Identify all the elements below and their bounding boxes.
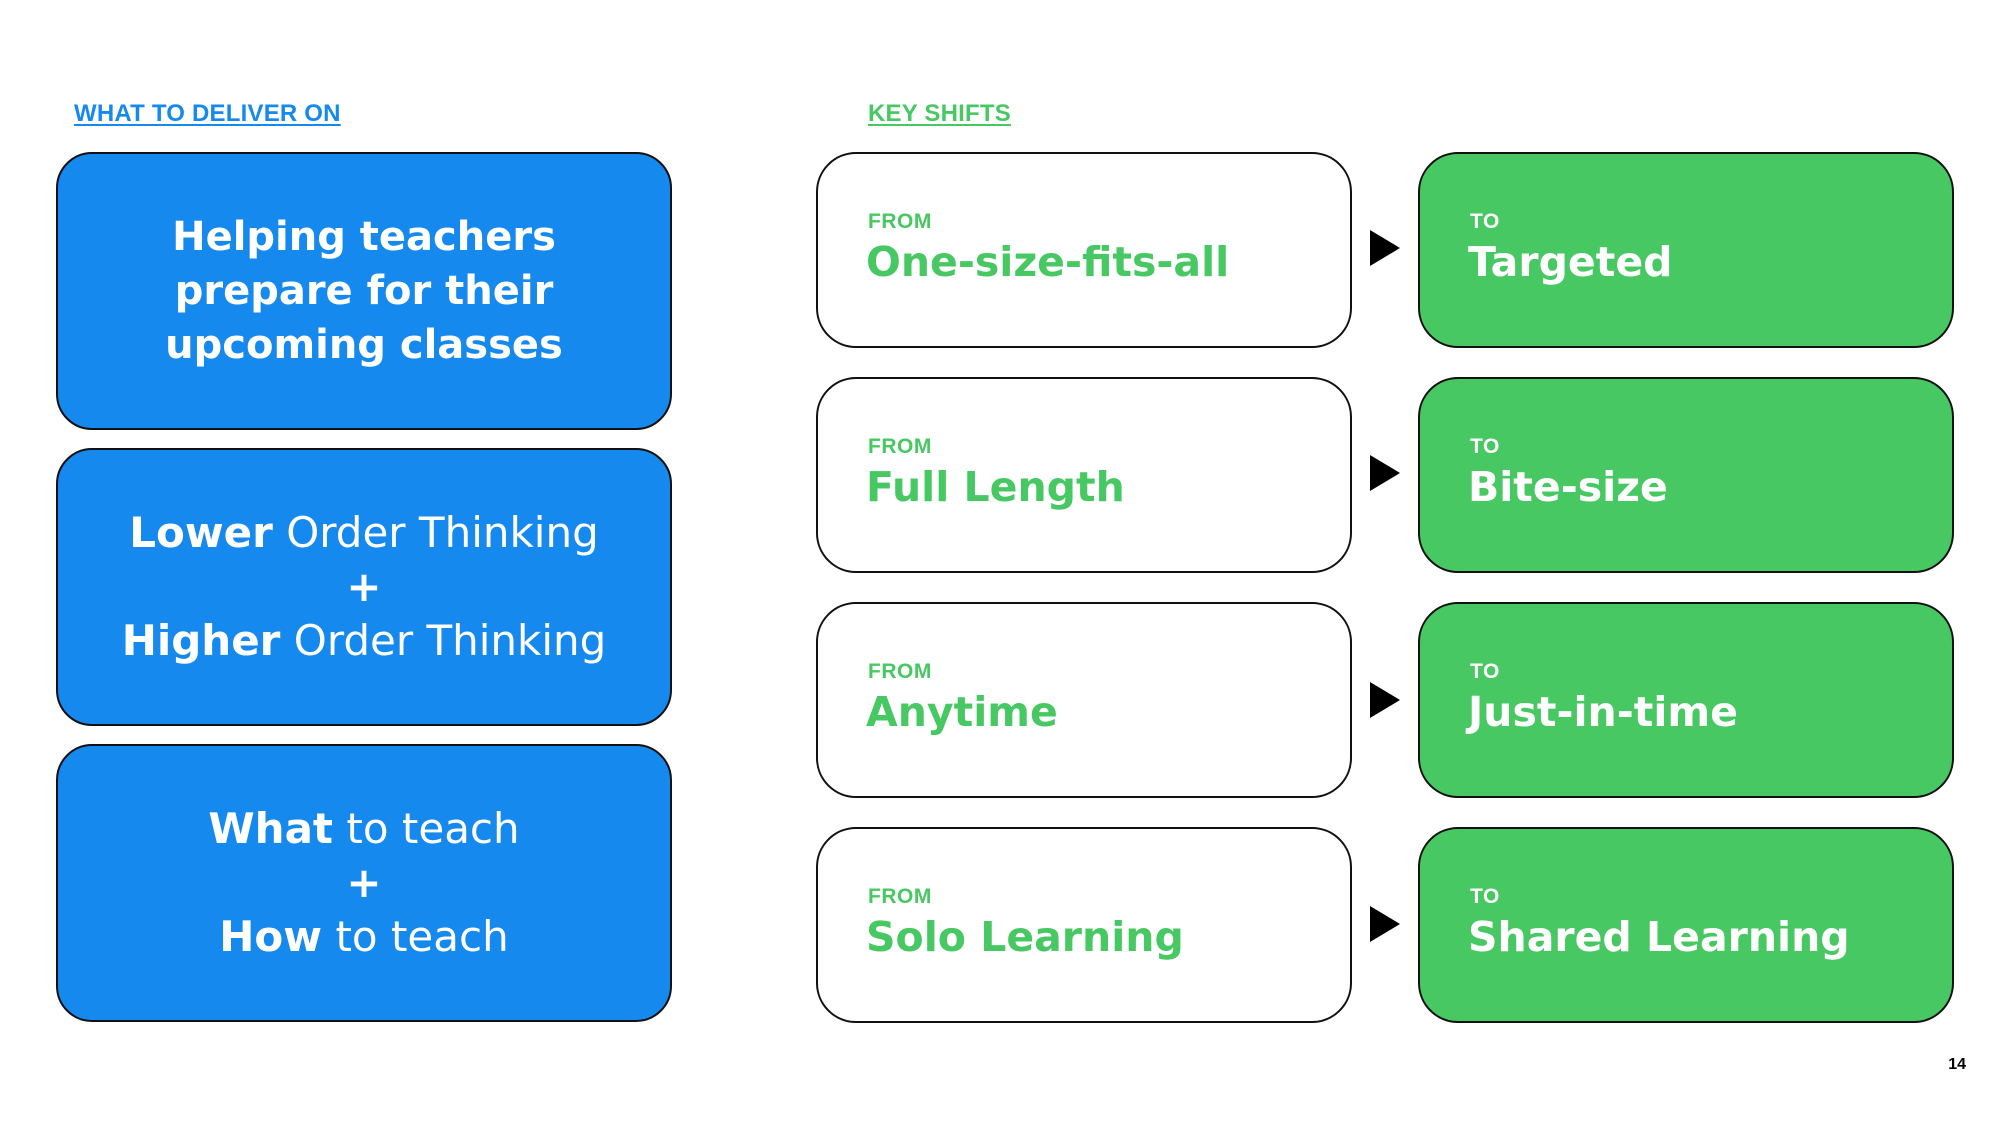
deliver-card-thinking: Lower Order Thinking + Higher Order Thin… (56, 448, 672, 726)
plus-sign: + (346, 858, 382, 907)
shift-from-card: FROM Full Length (816, 377, 1352, 573)
deliver-card-teach: What to teach + How to teach (56, 744, 672, 1022)
deliver-card-teacher-prep: Helping teachers prepare for their upcom… (56, 152, 672, 430)
shift-from-card: FROM One-size-fits-all (816, 152, 1352, 348)
how-bold: How (219, 912, 323, 961)
deliver-line-how: How to teach (219, 910, 508, 964)
from-label: FROM (868, 435, 932, 458)
shift-to-card: TO Bite-size (1418, 377, 1954, 573)
to-value: Bite-size (1468, 463, 1668, 511)
from-value: Anytime (866, 688, 1058, 736)
plus-sign: + (346, 562, 382, 611)
shift-to-card: TO Just-in-time (1418, 602, 1954, 798)
play-triangle-icon (1370, 682, 1400, 718)
to-value: Shared Learning (1468, 913, 1850, 961)
from-label: FROM (868, 885, 932, 908)
deliver-line-lower: Lower Order Thinking (129, 506, 599, 560)
page-number: 14 (1948, 1056, 1966, 1073)
deliver-card-text: Helping teachers prepare for their upcom… (165, 214, 563, 368)
what-to-deliver-heading: WHAT TO DELIVER ON (74, 100, 341, 127)
from-value: One-size-fits-all (866, 238, 1230, 286)
play-triangle-icon (1370, 230, 1400, 266)
higher-rest: Order Thinking (280, 616, 607, 665)
play-triangle-icon (1370, 906, 1400, 942)
what-bold: What (208, 804, 334, 853)
from-value: Solo Learning (866, 913, 1184, 961)
shift-to-card: TO Targeted (1418, 152, 1954, 348)
lower-bold: Lower (129, 508, 273, 557)
to-label: TO (1470, 885, 1500, 908)
to-value: Targeted (1468, 238, 1673, 286)
deliver-line-what: What to teach (208, 802, 519, 856)
from-label: FROM (868, 210, 932, 233)
to-label: TO (1470, 210, 1500, 233)
from-value: Full Length (866, 463, 1125, 511)
from-label: FROM (868, 660, 932, 683)
to-label: TO (1470, 660, 1500, 683)
higher-bold: Higher (121, 616, 281, 665)
shift-from-card: FROM Anytime (816, 602, 1352, 798)
shift-from-card: FROM Solo Learning (816, 827, 1352, 1023)
what-rest: to teach (333, 804, 520, 853)
to-value: Just-in-time (1468, 688, 1738, 736)
play-triangle-icon (1370, 455, 1400, 491)
lower-rest: Order Thinking (272, 508, 599, 557)
shift-to-card: TO Shared Learning (1418, 827, 1954, 1023)
to-label: TO (1470, 435, 1500, 458)
key-shifts-heading: KEY SHIFTS (868, 100, 1011, 127)
deliver-line-higher: Higher Order Thinking (122, 614, 607, 668)
how-rest: to teach (322, 912, 509, 961)
